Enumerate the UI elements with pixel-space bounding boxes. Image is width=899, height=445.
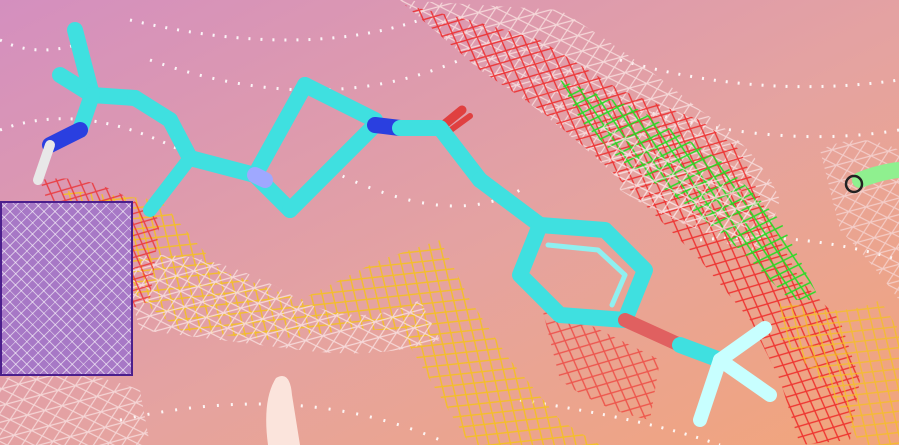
ligand-stick-model bbox=[33, 22, 777, 427]
cross-hatch-overlay-box bbox=[0, 201, 133, 376]
protein-backbone-fragment bbox=[844, 162, 899, 194]
surface-blob bbox=[266, 376, 300, 445]
